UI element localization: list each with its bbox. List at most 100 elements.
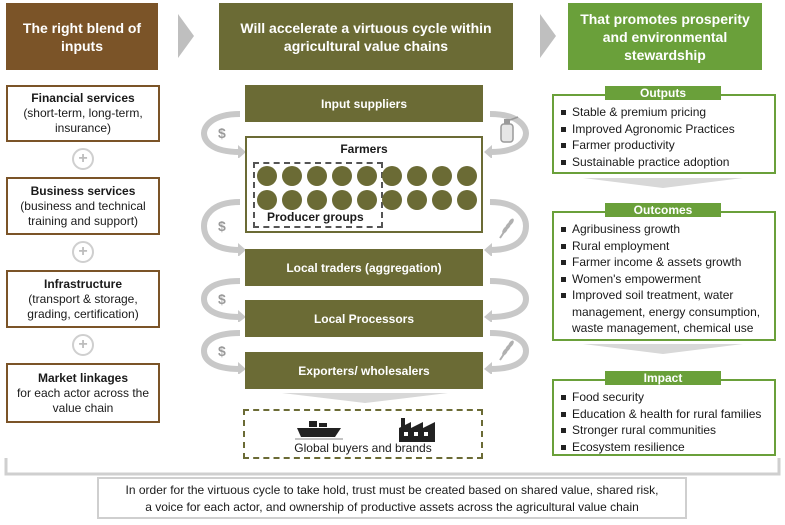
header-value-chain-label: Will accelerate a virtuous cycle within … xyxy=(240,19,492,54)
list-item: Food security xyxy=(560,389,768,406)
input-title: Business services xyxy=(30,183,136,198)
footer-line: a voice for each actor, and ownership of… xyxy=(145,500,639,514)
plus-icon: + xyxy=(72,148,94,170)
list-item: Rural employment xyxy=(560,238,768,255)
input-detail: for each actor across the value chain xyxy=(16,385,150,415)
farmer-dot xyxy=(332,166,352,186)
outputs-box: Stable & premium pricing Improved Agrono… xyxy=(552,94,776,174)
header-inputs: The right blend of inputs xyxy=(6,3,158,70)
plus-symbol: + xyxy=(78,150,88,167)
circular-arrow-icon xyxy=(484,278,530,322)
farmer-dot xyxy=(457,166,477,186)
outputs-tag: Outputs xyxy=(605,86,721,100)
farmer-dot xyxy=(307,166,327,186)
input-infrastructure: Infrastructure (transport & storage, gra… xyxy=(6,270,160,328)
input-detail: (transport & storage, grading, certifica… xyxy=(27,291,139,321)
header-prosperity: That promotes prosperity and environment… xyxy=(568,3,762,70)
sprayer-icon xyxy=(500,116,519,143)
circular-arrow-icon: $ xyxy=(200,278,246,322)
dollar-icon: $ xyxy=(218,218,226,234)
input-market-linkages: Market linkages for each actor across th… xyxy=(6,363,160,423)
header-inputs-label: The right blend of inputs xyxy=(22,19,142,54)
list-item: Education & health for rural families xyxy=(560,406,768,423)
input-title: Market linkages xyxy=(37,370,129,385)
stage-local-processors: Local Processors xyxy=(245,300,483,337)
farmer-dot xyxy=(282,166,302,186)
stage-input-suppliers: Input suppliers xyxy=(245,85,483,122)
farmer-dot xyxy=(332,190,352,210)
list-item: Farmer productivity xyxy=(560,137,768,154)
circular-arrow-icon xyxy=(484,330,530,374)
impact-label: Impact xyxy=(643,371,683,385)
stage-label: Local Processors xyxy=(313,311,415,326)
outcomes-tag: Outcomes xyxy=(605,203,721,217)
producer-groups-label: Producer groups xyxy=(267,210,364,224)
farmer-dot xyxy=(257,166,277,186)
list-item: Agribusiness growth xyxy=(560,221,768,238)
footer-line: In order for the virtuous cycle to take … xyxy=(125,483,659,497)
factory-icon xyxy=(399,418,435,442)
farmer-dot xyxy=(357,166,377,186)
list-item: Improved soil treatment, water managemen… xyxy=(560,287,768,337)
farmer-dot xyxy=(432,190,452,210)
farmer-dot xyxy=(307,190,327,210)
stage-label: Input suppliers xyxy=(320,96,407,111)
plus-symbol: + xyxy=(78,336,88,353)
outputs-list: Stable & premium pricing Improved Agrono… xyxy=(560,104,768,170)
global-buyers-box: Global buyers and brands xyxy=(243,409,483,459)
header-prosperity-label: That promotes prosperity and environment… xyxy=(580,10,750,63)
list-item: Farmer income & assets growth xyxy=(560,254,768,271)
global-buyers-label: Global buyers and brands xyxy=(294,441,432,455)
farmer-dot xyxy=(382,166,402,186)
circular-arrow-icon xyxy=(484,199,530,256)
farmer-dot xyxy=(407,166,427,186)
header-chevron-left xyxy=(178,14,194,58)
farmers-box: Farmers Producer groups xyxy=(245,136,483,233)
cargo-ship-icon xyxy=(295,421,343,440)
input-detail: (business and technical training and sup… xyxy=(20,198,146,228)
header-value-chain: Will accelerate a virtuous cycle within … xyxy=(219,3,513,70)
circular-arrow-icon xyxy=(484,111,530,158)
input-financial-services: Financial services (short-term, long-ter… xyxy=(6,85,160,142)
footer-note: In order for the virtuous cycle to take … xyxy=(97,477,687,519)
list-item: Sustainable practice adoption xyxy=(560,154,768,171)
plus-icon: + xyxy=(72,334,94,356)
farmer-dot xyxy=(432,166,452,186)
outcomes-list: Agribusiness growth Rural employment Far… xyxy=(560,221,768,337)
input-business-services: Business services (business and technica… xyxy=(6,177,160,235)
plus-icon: + xyxy=(72,241,94,263)
down-arrow-shape xyxy=(282,393,448,403)
stage-exporters: Exporters/ wholesalers xyxy=(245,352,483,389)
dollar-icon: $ xyxy=(218,125,226,141)
list-item: Improved Agronomic Practices xyxy=(560,121,768,138)
farmer-dot xyxy=(382,190,402,210)
impact-list: Food security Education & health for rur… xyxy=(560,389,768,455)
dollar-icon: $ xyxy=(218,291,226,307)
stage-label: Exporters/ wholesalers xyxy=(298,363,430,378)
wheat-icon xyxy=(499,340,514,361)
down-arrow-shape xyxy=(583,178,743,188)
list-item: Ecosystem resilience xyxy=(560,439,768,456)
bracket-shape xyxy=(4,458,781,476)
circular-arrow-icon: $ xyxy=(200,330,246,374)
header-chevron-right xyxy=(540,14,556,58)
farmer-dot xyxy=(282,190,302,210)
outcomes-label: Outcomes xyxy=(633,203,693,217)
dollar-icon: $ xyxy=(218,343,226,359)
impact-box: Food security Education & health for rur… xyxy=(552,379,776,456)
wheat-icon xyxy=(499,218,514,239)
outputs-label: Outputs xyxy=(640,86,686,100)
input-title: Financial services xyxy=(31,91,135,105)
stage-label: Local traders (aggregation) xyxy=(286,260,442,275)
stage-local-traders: Local traders (aggregation) xyxy=(245,249,483,286)
list-item: Stable & premium pricing xyxy=(560,104,768,121)
outcomes-box: Agribusiness growth Rural employment Far… xyxy=(552,211,776,341)
circular-arrow-icon: $ xyxy=(200,199,246,256)
down-arrow-shape xyxy=(583,344,743,354)
circular-arrow-icon: $ xyxy=(200,111,246,158)
list-item: Stronger rural communities xyxy=(560,422,768,439)
impact-tag: Impact xyxy=(605,371,721,385)
farmer-dot xyxy=(357,190,377,210)
input-detail: (short-term, long-term, insurance) xyxy=(23,106,143,135)
farmer-dot xyxy=(457,190,477,210)
